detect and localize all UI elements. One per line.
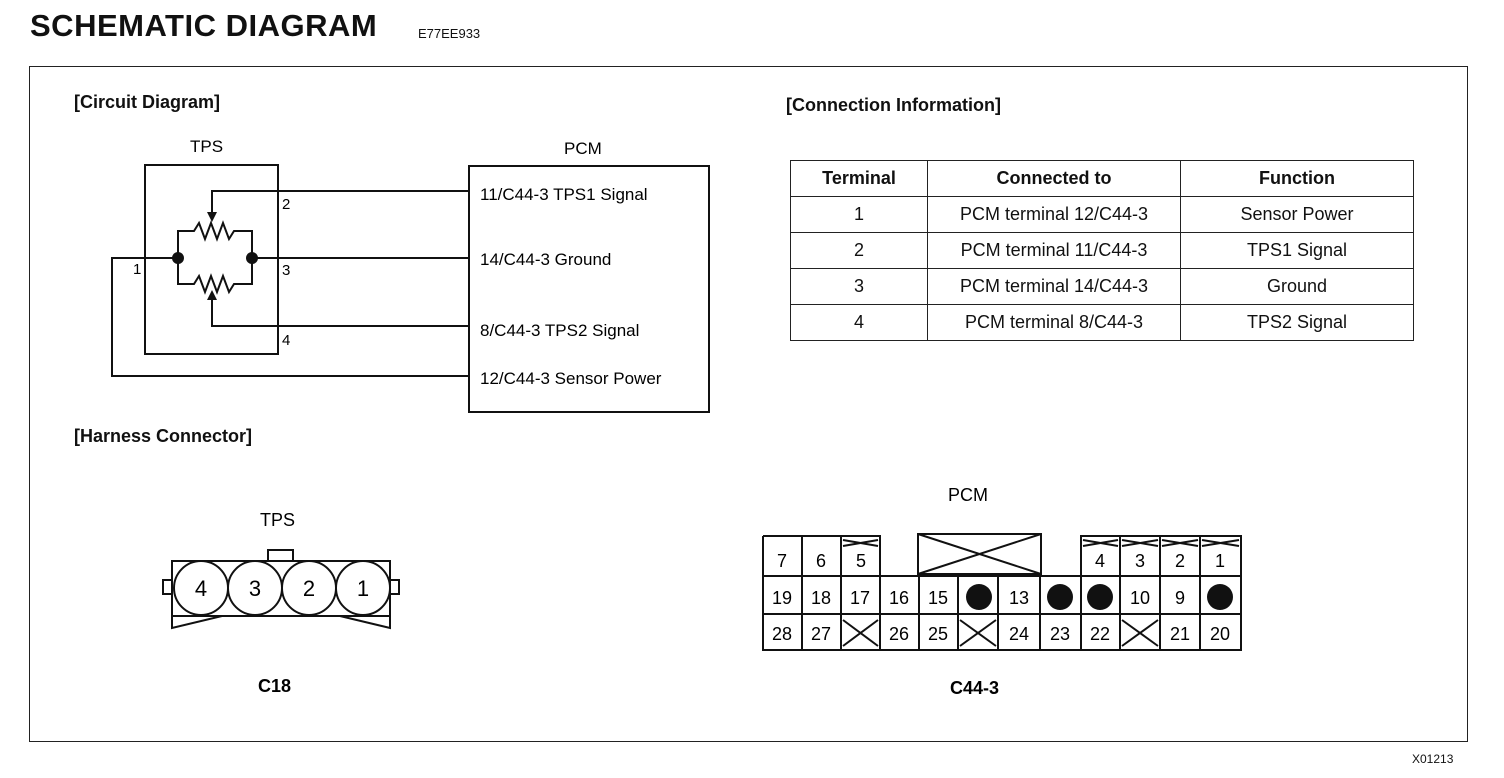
connector-skirt [171,615,391,630]
tps-connector-title: TPS [260,510,295,530]
pcm-pin-label: 18 [811,588,831,608]
pcm-pin-label: 22 [1090,624,1110,644]
tps-pin-4-label: 4 [195,576,207,601]
reference-code: X01213 [1412,752,1454,766]
wiper-arrow-upper [207,212,217,222]
function-cell: TPS1 Signal [1180,232,1414,269]
connected-to-cell: PCM terminal 11/C44-3 [927,232,1181,269]
column-header-function: Function [1180,160,1414,197]
pcm-pin-label: 9 [1175,588,1185,608]
pcm-line-tps1: 11/C44-3 TPS1 Signal [480,185,648,204]
column-header-connected-to: Connected to [927,160,1181,197]
function-cell: TPS2 Signal [1180,304,1414,341]
diagram-frame [29,66,1468,742]
pcm-pin-label: 15 [928,588,948,608]
pcm-pin-label: 21 [1170,624,1190,644]
pcm-pin-label: 19 [772,588,792,608]
pcm-pin-label: 3 [1135,551,1145,571]
page-title: SCHEMATIC DIAGRAM [30,8,378,43]
connected-to-cell: PCM terminal 8/C44-3 [927,304,1181,341]
tps-pin-3-label: 3 [249,576,261,601]
pcm-pin-label: 28 [772,624,792,644]
wire-tps2-signal [211,300,469,327]
pcm-pin-label: 6 [816,551,826,571]
table-row: 1 PCM terminal 12/C44-3 Sensor Power [790,196,1414,233]
pcm-connector-id: C44-3 [950,678,999,698]
pcm-pin-label: 5 [856,551,866,571]
resistor-lower [177,258,253,295]
connector-tab-left [162,579,173,595]
connected-to-cell: PCM terminal 12/C44-3 [927,196,1181,233]
pcm-pin-label: 26 [889,624,909,644]
pcm-label: PCM [564,139,602,158]
table-row: 3 PCM terminal 14/C44-3 Ground [790,268,1414,305]
pcm-pin-label: 2 [1175,551,1185,571]
pcm-line-ground: 14/C44-3 Ground [480,250,611,269]
harness-connector-heading: [Harness Connector] [74,426,253,446]
pcm-cavity-filled [1047,584,1073,610]
pin-2-label: 2 [282,196,290,213]
connected-to-cell: PCM terminal 14/C44-3 [927,268,1181,305]
pcm-pin-label: 1 [1215,551,1225,571]
tps-label: TPS [190,137,223,156]
document-code: E77EE933 [418,26,481,41]
pcm-pin-label: 10 [1130,588,1150,608]
junction-dot-left [172,252,184,264]
function-cell: Ground [1180,268,1414,305]
connector-latch [267,549,294,562]
tps-pin-1 [335,560,391,616]
pin-3-label: 3 [282,262,290,279]
pcm-pin-label: 27 [811,624,831,644]
pcm-cavity-filled [966,584,992,610]
pcm-pin-label: 25 [928,624,948,644]
pcm-line-tps2: 8/C44-3 TPS2 Signal [480,321,639,340]
connector-tab-right [389,579,400,595]
terminal-cell: 4 [790,304,928,341]
pcm-cavity-filled [1087,584,1113,610]
tps-connector-id: C18 [258,676,291,696]
pcm-connector-title: PCM [948,485,988,505]
tps-pin-1-label: 1 [357,576,369,601]
connection-table: Terminal Connected to Function 1 PCM ter… [790,160,1414,341]
pcm-cavity-filled [1207,584,1233,610]
table-row: 2 PCM terminal 11/C44-3 TPS1 Signal [790,232,1414,269]
resistor-upper [177,220,253,258]
pcm-line-sensor-power: 12/C44-3 Sensor Power [480,369,662,388]
table-row: 4 PCM terminal 8/C44-3 TPS2 Signal [790,304,1414,341]
pin-4-label: 4 [282,332,290,349]
pcm-pin-label: 16 [889,588,909,608]
tps-pin-2-label: 2 [303,576,315,601]
connection-info-heading: [Connection Information] [786,95,1001,115]
pcm-pin-label: 4 [1095,551,1105,571]
junction-dot-right [246,252,258,264]
pcm-pin-label: 7 [777,551,787,571]
pin-1-label: 1 [133,261,141,278]
tps-box [144,164,279,355]
pcm-pin-label: 17 [850,588,870,608]
wire-sensor-power [111,257,469,377]
function-cell: Sensor Power [1180,196,1414,233]
pcm-pin-label: 20 [1210,624,1230,644]
pcm-pin-label: 13 [1009,588,1029,608]
pcm-pin-label: 24 [1009,624,1029,644]
pcm-pin-label: 23 [1050,624,1070,644]
pcm-key-block [917,533,1042,575]
wire-tps1-signal [211,190,469,212]
table-header-row: Terminal Connected to Function [790,160,1414,197]
terminal-cell: 1 [790,196,928,233]
wiper-arrow-lower [207,290,217,300]
pcm-box [468,165,710,413]
circuit-diagram-heading: [Circuit Diagram] [74,92,221,112]
